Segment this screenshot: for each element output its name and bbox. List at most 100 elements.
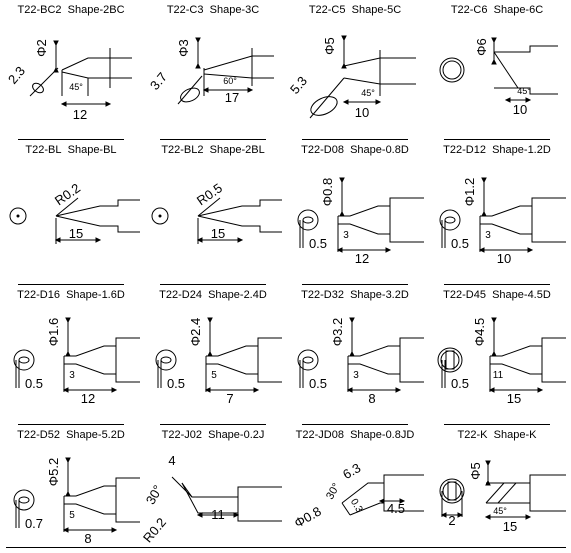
thickness-label: 0.5	[167, 376, 185, 391]
tip-code: T22-C3	[166, 4, 204, 16]
arrowhead	[349, 317, 355, 324]
tip-shape: Shape-1.6D	[66, 289, 125, 301]
length-label: 7	[226, 391, 233, 406]
face-label: 6.3	[340, 460, 363, 482]
tip-shape: Shape-5C	[351, 4, 402, 16]
tip-code: T22-BL2	[161, 144, 204, 156]
arrowhead	[336, 247, 343, 253]
arrowhead	[253, 387, 260, 393]
length-label: 12	[355, 251, 369, 266]
tip-body-outline	[197, 199, 282, 217]
arrowhead	[65, 457, 71, 464]
blade-section	[447, 481, 457, 501]
tip-code: T22-D16	[17, 289, 60, 301]
tip-body-outline	[494, 87, 558, 95]
tip-drawing: 0.5Φ2.457	[155, 317, 282, 406]
arrowhead	[237, 237, 244, 243]
length-label: 15	[211, 226, 225, 241]
tip-length-label: 11	[493, 370, 504, 381]
diameter-label: Φ1.2	[462, 178, 477, 206]
tip-code: T22-C5	[308, 4, 346, 16]
tip-body-outline	[64, 363, 140, 383]
diameter-label: Φ5.2	[46, 458, 61, 486]
arrowhead	[196, 237, 203, 243]
tip-shape: Shape-3C	[209, 4, 260, 16]
tip-code: T22-BL	[25, 144, 62, 156]
arrowhead	[233, 512, 240, 518]
arrowhead	[491, 317, 497, 324]
tip-code: T22-JD08	[295, 429, 344, 441]
arrowhead	[440, 512, 447, 518]
arrowhead	[488, 387, 495, 393]
tip-title: T22-D12 Shape-1.2D	[426, 144, 568, 156]
arrowhead	[349, 350, 355, 357]
cell-top-rule	[18, 284, 124, 285]
tip-shape: Shape-6C	[493, 4, 544, 16]
radius-leader	[55, 197, 79, 217]
bevel-face-ellipse	[310, 96, 338, 116]
length-label: 12	[81, 391, 95, 406]
arrowhead	[375, 99, 382, 105]
tip-title: T22-J02 Shape-0.2J	[142, 429, 284, 441]
tip-body-outline	[61, 57, 132, 71]
tip-body-outline	[64, 503, 140, 523]
arrowhead	[342, 99, 349, 105]
length-label: 8	[84, 531, 91, 546]
face-line	[309, 77, 345, 119]
arrowhead	[537, 387, 544, 393]
face-label: 3.7	[147, 69, 170, 92]
tip-title: T22-D24 Shape-2.4D	[142, 289, 284, 301]
tip-body-outline	[206, 337, 282, 357]
radius-leader	[197, 197, 221, 217]
tip-body-outline	[203, 55, 274, 71]
length-label: 15	[503, 519, 517, 534]
tip-body-outline	[64, 477, 140, 497]
tip-drawing: 0.5Φ3.238	[297, 317, 424, 406]
blade-section	[18, 496, 30, 504]
length-label: 12	[73, 107, 87, 122]
tip-title: T22-D45 Shape-4.5D	[426, 289, 568, 301]
tip-title: T22-D32 Shape-3.2D	[284, 289, 426, 301]
end-view-inner-circle	[442, 60, 462, 80]
tip-body-outline	[206, 363, 282, 383]
cell-top-rule	[302, 284, 408, 285]
tip-shape: Shape-2.4D	[208, 289, 267, 301]
arrowhead	[491, 58, 497, 65]
length-label: 8	[368, 391, 375, 406]
tip-drawing: R0.215	[9, 180, 140, 244]
arrowhead	[53, 66, 59, 73]
end-view-dot	[16, 214, 20, 218]
tip-code: T22-D45	[443, 289, 486, 301]
arrowhead	[457, 512, 464, 518]
thickness-label: 0.5	[451, 236, 469, 251]
tip-shape: Shape-2BC	[67, 4, 125, 16]
cell-top-rule	[444, 284, 550, 285]
arrowhead	[95, 237, 102, 243]
arrowhead	[491, 350, 497, 357]
angle-label: 45°	[517, 86, 531, 96]
radius-label: R0.5	[194, 180, 225, 208]
end-view-dot	[158, 214, 162, 218]
diameter-label: Φ3.2	[330, 318, 345, 346]
arrowhead	[341, 62, 347, 69]
length-label: 17	[225, 90, 239, 105]
blade-section	[444, 216, 456, 224]
length-label: 15	[69, 226, 83, 241]
arrowhead	[485, 479, 491, 486]
cell-top-rule	[18, 424, 124, 425]
cell-top-rule	[18, 139, 124, 140]
end-view-circle	[155, 349, 177, 371]
thickness-label: 0.5	[25, 376, 43, 391]
thickness-label: 0.5	[451, 376, 469, 391]
arrowhead	[346, 387, 353, 393]
